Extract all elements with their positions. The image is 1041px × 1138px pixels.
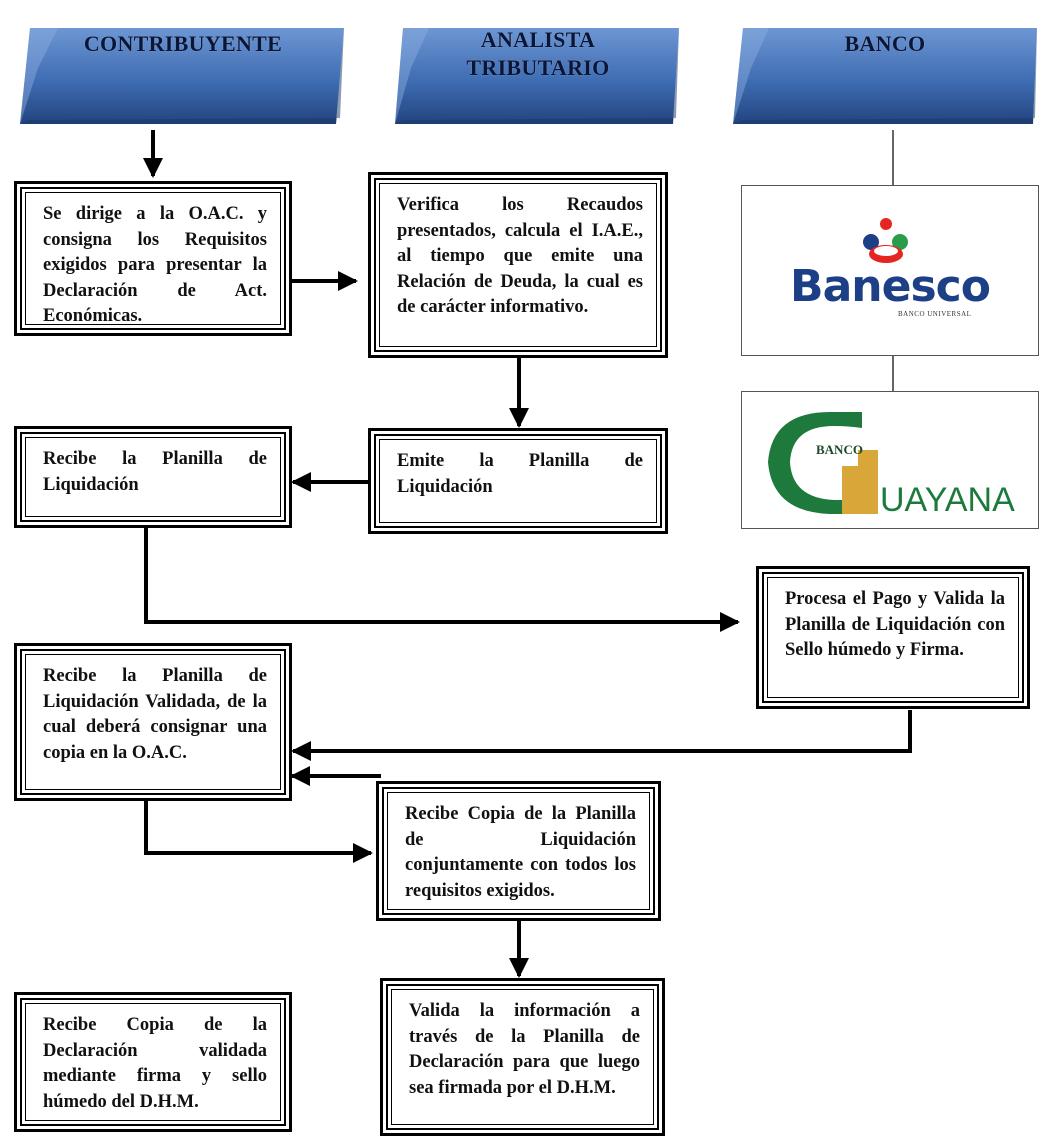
step-recibe-planilla: Recibe la Planilla de Liquidación (14, 426, 292, 528)
banesco-tagline: BANCO UNIVERSAL (898, 310, 972, 318)
arrow-banco-to-recibe-validada (291, 710, 912, 761)
header-analista-line1: ANALISTA (480, 27, 596, 52)
step-recibe-copia-declaracion-text: Recibe Copia de la Declaración validada … (43, 1015, 267, 1112)
header-analista-tributario: ANALISTA TRIBUTARIO (393, 22, 683, 130)
banco-guayana-logo: BANCO UAYANA (741, 391, 1039, 529)
step-recibe-copia-planilla-text: Recibe Copia de la Planilla de Liquidaci… (405, 804, 636, 901)
header-banco-label: BANCO (844, 31, 926, 56)
step-verifica-recaudos-text: Verifica los Recaudos presentados, calcu… (397, 195, 643, 317)
step-verifica-recaudos: Verifica los Recaudos presentados, calcu… (368, 172, 668, 358)
step-se-dirige-oac: Se dirige a la O.A.C. y consigna los Req… (14, 181, 292, 336)
step-recibe-copia-planilla: Recibe Copia de la Planilla de Liquidaci… (376, 781, 661, 921)
step-procesa-pago: Procesa el Pago y Valida la Planilla de … (756, 566, 1030, 709)
step-recibe-planilla-validada: Recibe la Planilla de Liquidación Valida… (14, 643, 292, 801)
step-valida-informacion-text: Valida la información a través de la Pla… (409, 1001, 640, 1098)
banesco-name: Banesco (790, 261, 991, 312)
guayana-banco-label: BANCO (816, 442, 863, 457)
banco-guayana-mark (768, 412, 878, 514)
arrow-recibe-validada-to-recibe-copia (144, 800, 373, 863)
header-analista-line2: TRIBUTARIO (466, 55, 610, 80)
banesco-logo: Banesco BANCO UNIVERSAL (741, 185, 1039, 356)
guayana-name: UAYANA (880, 481, 1015, 519)
header-contribuyente: CONTRIBUYENTE (18, 22, 348, 130)
step-emite-planilla-text: Emite la Planilla de Liquidación (397, 451, 643, 497)
step-procesa-pago-text: Procesa el Pago y Valida la Planilla de … (785, 589, 1005, 660)
banesco-logo-mark (863, 218, 908, 263)
header-banco: BANCO (731, 22, 1039, 130)
step-se-dirige-oac-text: Se dirige a la O.A.C. y consigna los Req… (43, 204, 267, 326)
header-contribuyente-label: CONTRIBUYENTE (83, 31, 283, 56)
arrow-recibe-planilla-to-banco (144, 527, 740, 632)
header-analista-label: ANALISTA TRIBUTARIO (393, 26, 683, 82)
step-recibe-planilla-validada-text: Recibe la Planilla de Liquidación Valida… (43, 666, 267, 763)
step-emite-planilla: Emite la Planilla de Liquidación (368, 428, 668, 534)
step-recibe-planilla-text: Recibe la Planilla de Liquidación (43, 449, 267, 495)
step-valida-informacion: Valida la información a través de la Pla… (380, 978, 665, 1136)
step-recibe-copia-declaracion: Recibe Copia de la Declaración validada … (14, 992, 292, 1132)
